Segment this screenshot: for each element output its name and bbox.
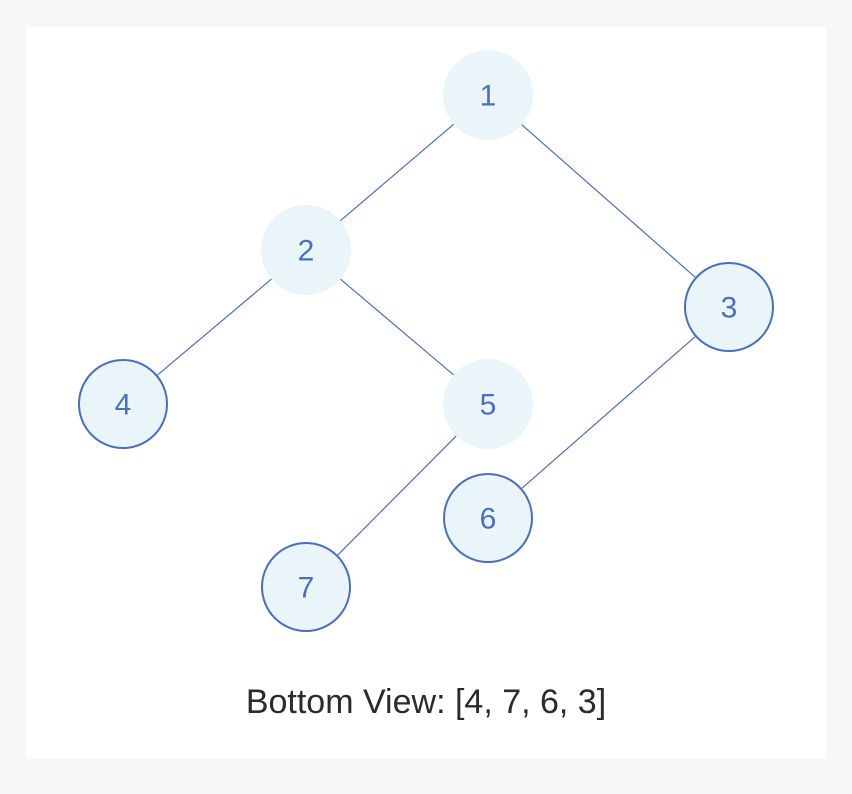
node-label: 7 — [298, 572, 315, 605]
node-circle — [443, 359, 533, 449]
edge-n3-n6 — [521, 336, 696, 489]
node-label: 3 — [721, 292, 738, 325]
node-circle — [443, 473, 533, 563]
tree-nodes: 1 2 3 4 5 6 7 — [78, 50, 774, 632]
node-label: 5 — [480, 389, 497, 422]
edge-n2-n4 — [157, 278, 272, 376]
node-circle — [443, 50, 533, 140]
node-circle — [261, 542, 351, 632]
edge-n5-n7 — [337, 435, 457, 556]
tree-edges — [157, 123, 696, 556]
tree-node-2: 2 — [261, 205, 351, 295]
node-label: 4 — [115, 389, 132, 422]
diagram-card: 1 2 3 4 5 6 7 — [26, 27, 826, 759]
node-label: 6 — [480, 503, 497, 536]
tree-node-3: 3 — [684, 262, 774, 352]
node-label: 1 — [480, 80, 497, 113]
edge-n1-n3 — [521, 124, 696, 278]
edge-n2-n5 — [339, 278, 455, 376]
tree-node-6: 6 — [443, 473, 533, 563]
tree-node-1: 1 — [443, 50, 533, 140]
tree-node-5: 5 — [443, 359, 533, 449]
node-circle — [78, 359, 168, 449]
node-circle — [684, 262, 774, 352]
node-circle — [261, 205, 351, 295]
node-label: 2 — [298, 235, 315, 268]
tree-node-4: 4 — [78, 359, 168, 449]
tree-node-7: 7 — [261, 542, 351, 632]
bottom-view-caption: Bottom View: [4, 7, 6, 3] — [245, 683, 607, 721]
edge-n1-n2 — [339, 123, 455, 222]
